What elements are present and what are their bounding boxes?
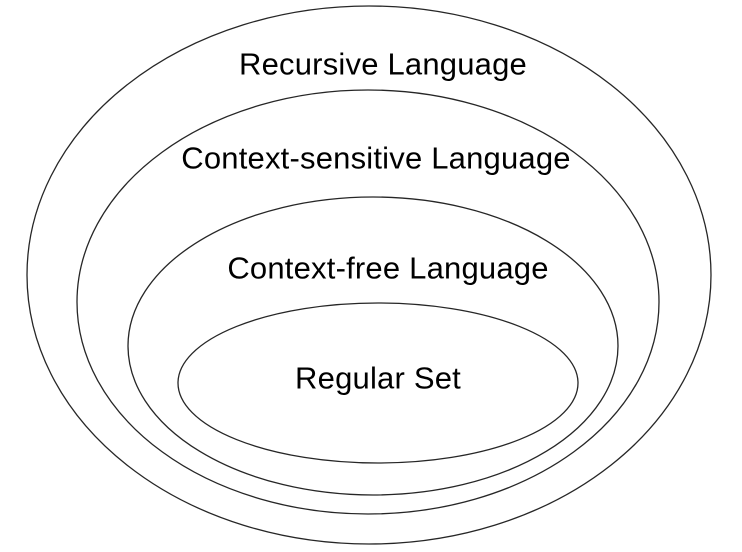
label-recursive-language: Recursive Language: [239, 46, 527, 82]
context-free-language-ellipse: [127, 196, 619, 496]
label-regular-set: Regular Set: [295, 360, 461, 396]
recursive-language-ellipse: [26, 5, 712, 545]
label-context-free-language: Context-free Language: [227, 250, 549, 286]
context-sensitive-language-ellipse: [76, 89, 660, 515]
regular-set-ellipse: [177, 302, 579, 464]
label-context-sensitive-language: Context-sensitive Language: [181, 140, 571, 176]
